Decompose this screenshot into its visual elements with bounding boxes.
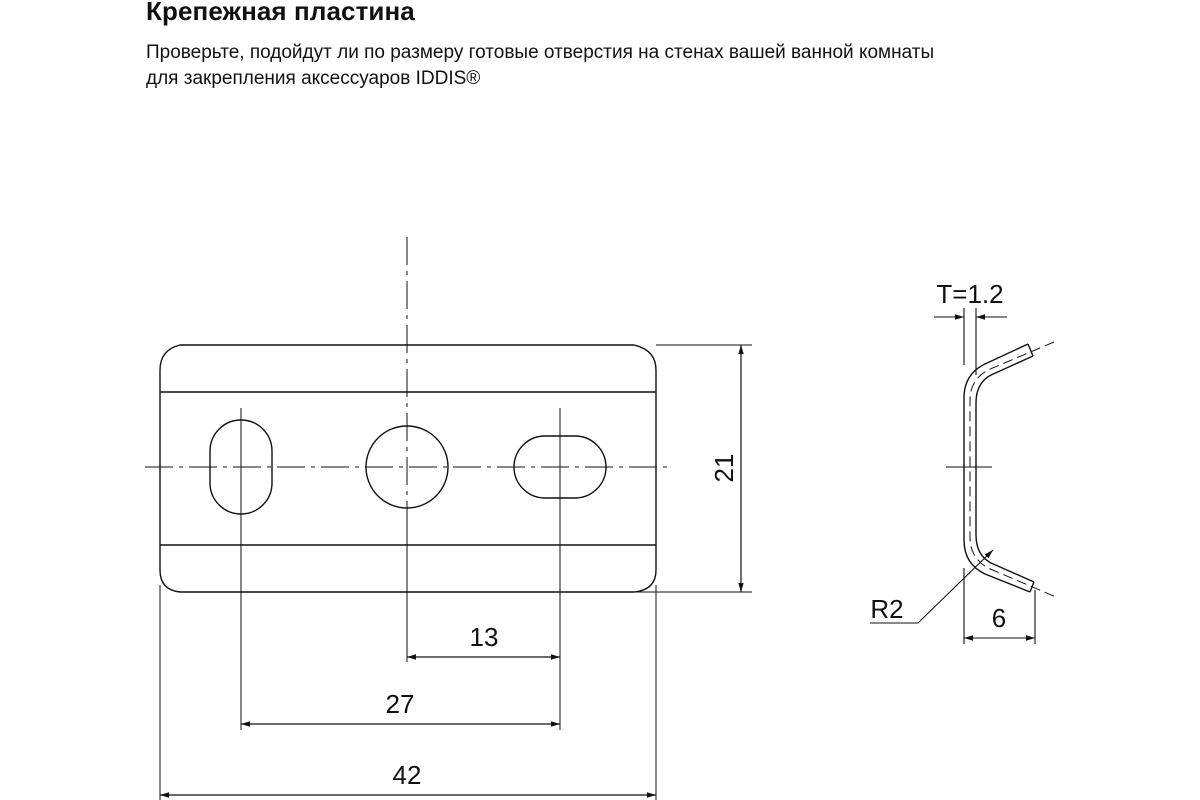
profile-inner (975, 355, 1035, 583)
dim-label-27: 27 (386, 689, 415, 719)
dim-label-21: 21 (709, 454, 739, 483)
plate-outline (159, 344, 657, 593)
dim-label-flange: 6 (992, 603, 1006, 633)
thickness-dimension (934, 308, 1007, 375)
dimension-lines (160, 345, 744, 798)
dim-label-thickness: T=1.2 (936, 279, 1003, 309)
plate-front-view (159, 344, 657, 593)
dim-label-42: 42 (393, 760, 422, 790)
page-title: Крепежная пластина (146, 0, 415, 26)
extension-lines (159, 344, 752, 800)
dim-label-13: 13 (470, 622, 499, 652)
center-lines (145, 237, 668, 520)
profile-center-lines (946, 341, 1057, 598)
page-subtitle: Проверьте, подойдут ли по размеру готовы… (146, 40, 1106, 92)
radius-leader (870, 549, 994, 624)
flange-dimension (963, 568, 1036, 644)
subtitle-line-1: Проверьте, подойдут ли по размеру готовы… (146, 42, 935, 63)
subtitle-line-2: для закрепления аксессуаров IDDIS® (146, 68, 481, 89)
dim-label-radius: R2 (870, 594, 903, 624)
